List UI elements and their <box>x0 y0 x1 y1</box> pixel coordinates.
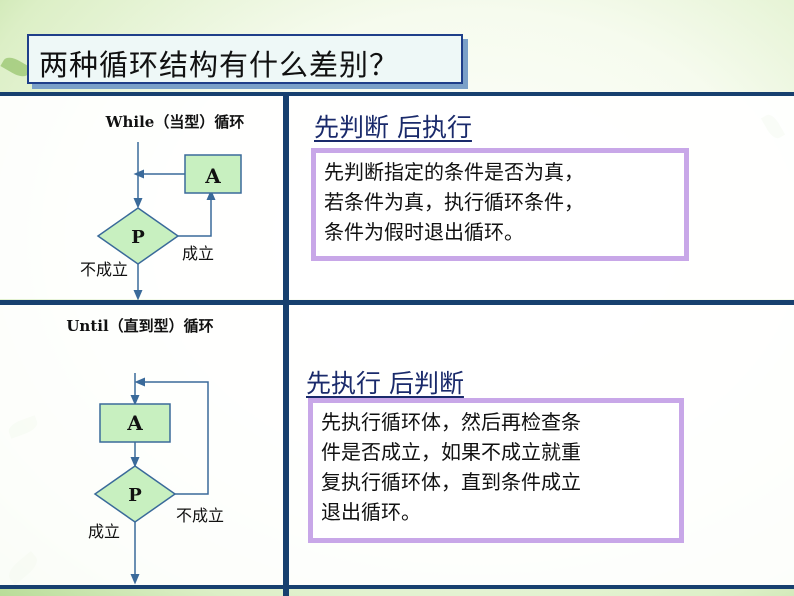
panel-until-diagram <box>0 305 283 585</box>
while-description-line: 若条件为真，执行循环条件， <box>324 190 584 214</box>
until-description-line: 先执行循环体，然后再检查条 <box>321 410 581 434</box>
while-description-line: 条件为假时退出循环。 <box>324 220 524 244</box>
until-loop-back-arrow <box>134 377 209 495</box>
until-description-line: 复执行循环体，直到条件成立 <box>321 470 581 494</box>
while-box-label: A <box>204 164 221 188</box>
until-box-label: A <box>126 411 143 435</box>
title-box: 两种循环结构有什么差别？ <box>27 34 463 84</box>
until-description-line: 件是否成立，如果不成立就重 <box>321 440 581 464</box>
while-diamond-label: P <box>131 227 145 248</box>
grid-line-top <box>0 92 794 96</box>
until-false-label: 不成立 <box>176 506 224 525</box>
until-description: 先执行循环体，然后再检查条 件是否成立，如果不成立就重 复执行循环体，直到条件成… <box>308 398 684 543</box>
page-title: 两种循环结构有什么差别？ <box>39 48 400 82</box>
while-true-arrow <box>178 189 216 237</box>
until-flowchart <box>93 373 209 585</box>
until-description-line: 退出循环。 <box>321 500 421 524</box>
until-true-label: 成立 <box>88 522 120 541</box>
while-heading: 先判断 后执行 <box>314 113 472 142</box>
while-flowchart <box>96 142 242 301</box>
while-description: 先判断指定的条件是否为真， 若条件为真，执行循环条件， 条件为假时退出循环。 <box>311 148 689 261</box>
until-diagram-title: Until（直到型）循环 <box>66 317 213 335</box>
grid-line-bottom <box>0 585 794 589</box>
panel-while-diagram <box>0 96 283 299</box>
while-false-label: 不成立 <box>80 260 128 279</box>
until-diamond-label: P <box>128 485 142 506</box>
while-true-label: 成立 <box>182 244 214 263</box>
while-diagram-title: While（当型）循环 <box>105 113 245 131</box>
grid-line-middle <box>0 300 794 305</box>
until-heading: 先执行 后判断 <box>306 369 464 398</box>
grid-line-vertical <box>283 92 289 596</box>
while-description-line: 先判断指定的条件是否为真， <box>324 160 584 184</box>
